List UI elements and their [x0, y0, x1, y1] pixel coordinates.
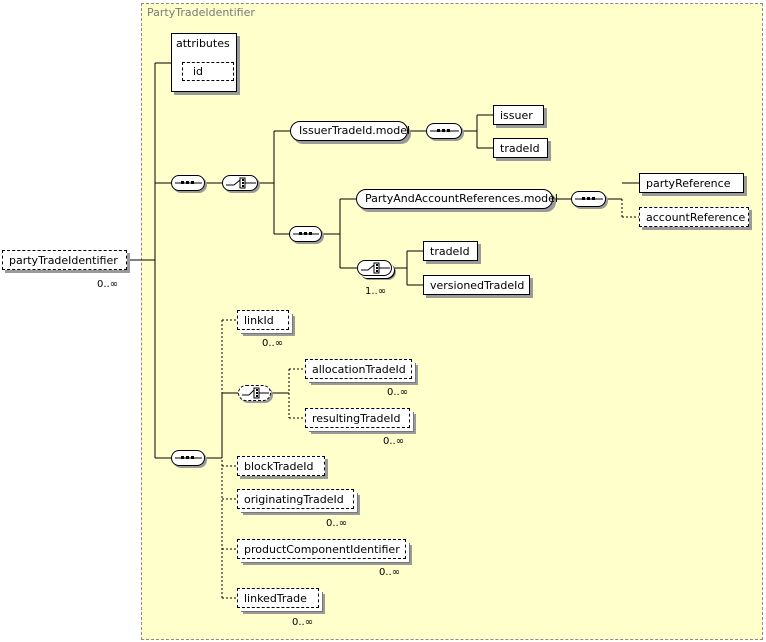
resulting-trade-id-cardinality: 0..∞ [383, 436, 405, 447]
group-title: PartyTradeIdentifier [147, 6, 255, 19]
sequence-icon [175, 181, 202, 184]
element-versioned-trade-id[interactable]: versionedTradeId [423, 275, 530, 295]
sequence-icon [575, 197, 603, 200]
sequence-compositor[interactable] [171, 175, 205, 191]
linked-trade-cardinality: 0..∞ [292, 617, 314, 628]
attributes-title: attributes [176, 37, 230, 50]
element-account-reference[interactable]: accountReference [639, 207, 749, 227]
attribute-id[interactable]: id [182, 62, 234, 81]
element-trade-id[interactable]: tradeId [493, 138, 548, 158]
element-block-trade-id[interactable]: blockTradeId [237, 456, 325, 476]
element-issuer[interactable]: issuer [493, 105, 544, 125]
root-element-party-trade-identifier[interactable]: partyTradeIdentifier [2, 250, 127, 270]
choice-icon [242, 387, 269, 399]
issuer-trade-id-model[interactable]: IssuerTradeId.model [290, 121, 410, 141]
sequence-icon [293, 232, 319, 235]
sequence-compositor-issuer[interactable] [426, 123, 462, 139]
element-linked-trade[interactable]: linkedTrade [237, 588, 319, 608]
sequence-icon [430, 129, 459, 132]
party-and-account-references-model[interactable]: PartyAndAccountReferences.model [356, 189, 558, 209]
element-trade-id-choice[interactable]: tradeId [423, 241, 478, 261]
product-component-identifier-cardinality: 0..∞ [379, 567, 401, 578]
originating-trade-id-cardinality: 0..∞ [326, 518, 348, 529]
element-resulting-trade-id[interactable]: resultingTradeId [305, 408, 410, 428]
allocation-trade-id-cardinality: 0..∞ [387, 387, 409, 398]
root-cardinality: 0..∞ [97, 279, 119, 290]
element-originating-trade-id[interactable]: originatingTradeId [237, 489, 354, 509]
sequence-compositor-party[interactable] [289, 226, 322, 242]
choice-trade-cardinality: 1..∞ [365, 286, 387, 297]
sequence-compositor-refs[interactable] [571, 191, 606, 207]
choice-compositor-optional[interactable] [238, 385, 271, 401]
choice-compositor-trade[interactable] [357, 260, 392, 276]
element-product-component-identifier[interactable]: productComponentIdentifier [237, 539, 406, 559]
choice-compositor[interactable] [222, 175, 258, 191]
sequence-icon [175, 456, 202, 459]
element-allocation-trade-id[interactable]: allocationTradeId [305, 359, 412, 379]
choice-icon [226, 177, 256, 189]
sequence-compositor-lower[interactable] [171, 450, 205, 466]
element-link-id[interactable]: linkId [237, 310, 289, 330]
choice-icon [361, 262, 390, 274]
element-party-reference[interactable]: partyReference [639, 173, 744, 193]
link-id-cardinality: 0..∞ [262, 338, 284, 349]
